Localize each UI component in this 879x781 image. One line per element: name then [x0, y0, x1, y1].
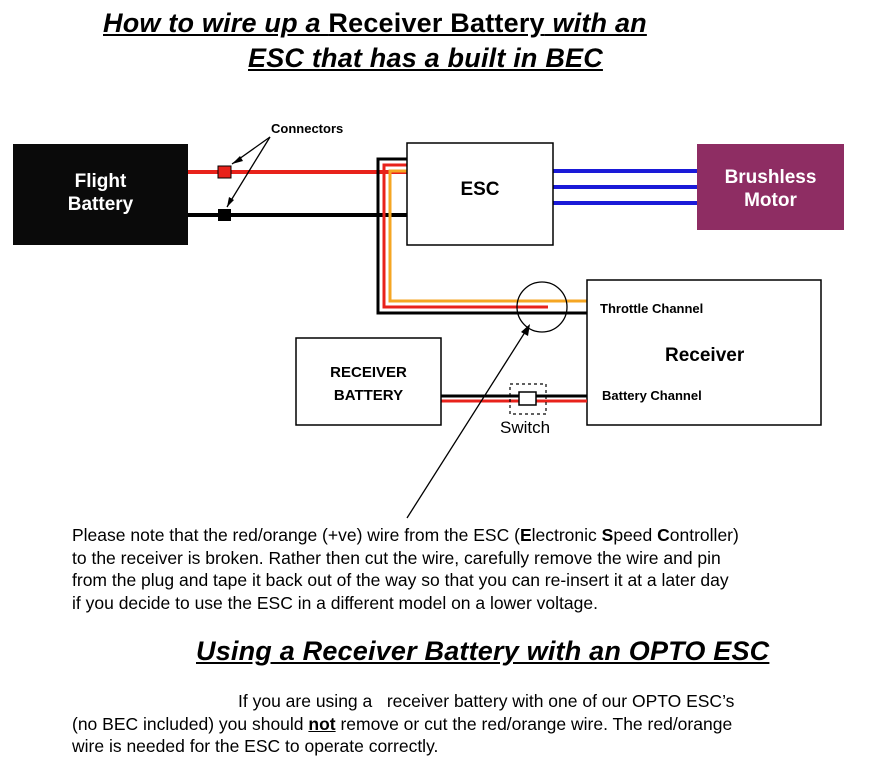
title-line-1: How to wire up a Receiver Battery with a…: [103, 8, 647, 39]
opto-section-title: Using a Receiver Battery with an OPTO ES…: [196, 636, 770, 666]
esc-label: ESC: [460, 179, 500, 200]
note-text: peed: [613, 525, 658, 545]
receiver-label: Receiver: [665, 345, 745, 366]
receiver-battery-label: RECEIVER BATTERY: [296, 361, 441, 407]
break-circle: [516, 281, 568, 333]
note-paragraph: Please note that the red/orange (+ve) wi…: [72, 524, 862, 614]
note-bold: E: [519, 525, 532, 545]
opto-not-emphasis: not: [308, 713, 336, 734]
note-line: to the receiver is broken. Rather then c…: [72, 547, 721, 568]
battery-channel-label: Battery Channel: [602, 388, 702, 403]
switch-outline: [509, 383, 547, 415]
red-connector: [217, 165, 232, 179]
receiver-box: [586, 279, 822, 426]
title-part: Receiver Battery: [328, 8, 545, 38]
note-text: Please note that the red/orange (+ve) wi…: [72, 525, 520, 545]
opto-line: (no BEC included) you should not remove …: [72, 713, 862, 736]
opto-text: (no BEC included) you should: [72, 713, 309, 734]
esc-box: [406, 142, 554, 246]
connectors-label: Connectors: [271, 121, 344, 136]
switch-body: [518, 391, 537, 406]
note-text: ontroller): [669, 525, 739, 545]
opto-line: If you are using a receiver battery with…: [238, 691, 735, 711]
flight-battery-box: [13, 144, 188, 245]
connector-arrow-2: [226, 136, 271, 208]
motor-box: [697, 144, 844, 230]
note-bold: C: [657, 525, 670, 545]
switch-label: Switch: [500, 418, 551, 437]
throttle-channel-label: Throttle Channel: [600, 301, 704, 316]
pointer-arrow: [406, 328, 528, 519]
note-line: Please note that the red/orange (+ve) wi…: [72, 524, 862, 547]
motor-label-line: Motor: [744, 190, 797, 211]
note-line: from the plug and tape it back out of th…: [72, 570, 729, 590]
note-line: if you decide to use the ESC in a differ…: [72, 592, 598, 613]
motor-label: Brushless Motor: [697, 166, 844, 212]
motor-label-line: Brushless: [724, 167, 817, 188]
flight-battery-label-line: Flight: [74, 171, 127, 192]
title-part: with an: [544, 8, 647, 38]
opto-paragraph: If you are using a receiver battery with…: [72, 690, 862, 758]
title-line-2: ESC that has a built in BEC: [248, 43, 603, 73]
flight-battery-label-line: Battery: [67, 194, 134, 215]
note-text: lectronic: [531, 525, 602, 545]
servo-lead-orange: [388, 169, 587, 303]
receiver-battery-label-line: BATTERY: [333, 387, 404, 404]
opto-text: remove or cut the red/orange wire. The r…: [335, 713, 733, 734]
flight-battery-label: Flight Battery: [13, 170, 188, 216]
black-connector: [218, 209, 231, 221]
note-bold: S: [601, 525, 614, 545]
opto-line: wire is needed for the ESC to operate co…: [72, 736, 439, 756]
receiver-battery-label-line: RECEIVER: [330, 364, 407, 381]
title-part: How to wire up a: [103, 8, 329, 38]
servo-lead-red-broken: [382, 163, 548, 309]
servo-lead-black: [376, 157, 587, 315]
receiver-battery-box: [295, 337, 442, 426]
